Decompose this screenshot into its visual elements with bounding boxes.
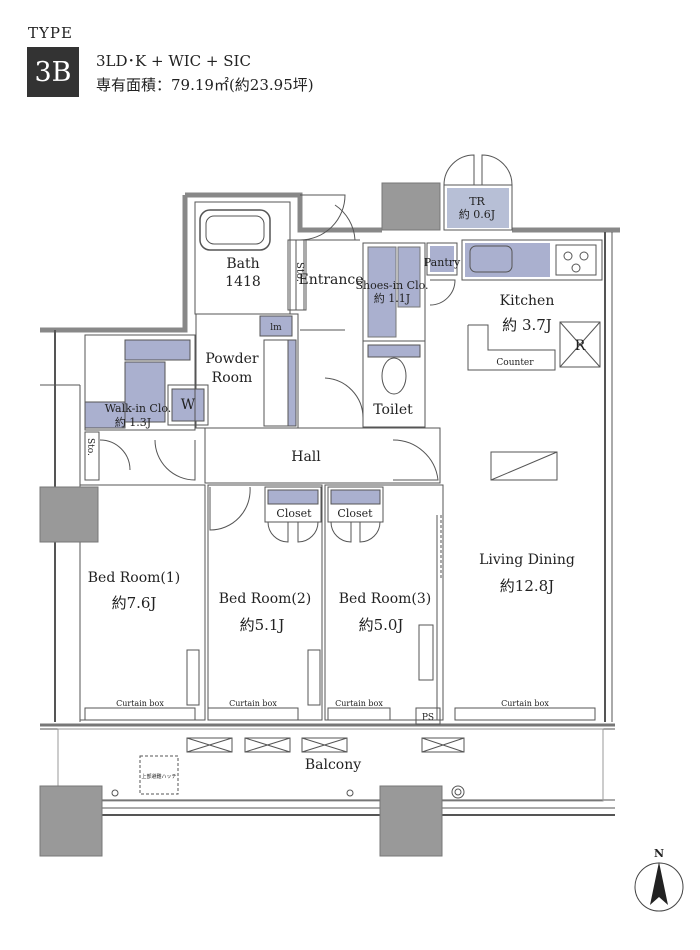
tr-label: TR <box>469 195 485 208</box>
north-compass: N <box>634 847 684 912</box>
bathtub <box>199 209 271 251</box>
kitchen-label: Kitchen <box>500 293 555 309</box>
washer-label: W <box>181 397 196 413</box>
refrigerator-label: R <box>575 338 586 354</box>
bedroom-2-size: 約5.1J <box>240 616 285 634</box>
walkin-closet-label: Walk-in Clo. <box>105 402 172 415</box>
powder-room-label: Powder <box>205 351 259 367</box>
walkin-closet <box>84 334 196 431</box>
evacuation-hatch-label: 上部避難ハッチ <box>141 773 176 780</box>
evacuation-hatch <box>139 755 179 795</box>
entrance-label: Entrance <box>298 272 363 288</box>
shoes-closet-label: Shoes-in Clo. <box>355 279 428 292</box>
tr-room <box>443 184 513 231</box>
powder-room-label-2: Room <box>212 370 253 386</box>
bedroom-1-size: 約7.6J <box>112 594 157 612</box>
living-dining-size: 約12.8J <box>500 577 554 595</box>
storage-label: Sto. <box>294 262 305 282</box>
bedroom-2-label: Bed Room(2) <box>219 591 312 607</box>
floor-area: 専有面積：79.19㎡(約23.95坪) <box>96 76 314 94</box>
counter-label: Counter <box>496 358 534 368</box>
shoes-closet-size: 約 1.1J <box>374 291 410 305</box>
refrigerator <box>559 321 601 368</box>
walkin-closet-size: 約 1.3J <box>115 415 151 429</box>
bath-size: 1418 <box>225 274 261 290</box>
toilet-label: Toilet <box>373 402 413 418</box>
hall <box>204 427 441 484</box>
kitchen-size: 約 3.7J <box>502 316 552 334</box>
curtain-box-label-1: Curtain box <box>116 699 164 708</box>
type-badge: 3B <box>27 47 79 97</box>
pantry <box>426 242 458 276</box>
kitchen-counter <box>461 239 603 281</box>
tr-size: 約 0.6J <box>459 207 495 221</box>
outer-wall <box>185 192 382 233</box>
bedroom-1-label: Bed Room(1) <box>88 570 181 586</box>
curtain-box-label-4: Curtain box <box>501 699 549 708</box>
bedroom-3-size: 約5.0J <box>359 616 404 634</box>
bath-label: Bath <box>226 256 259 272</box>
pantry-label: Pantry <box>424 256 461 269</box>
type-label: TYPE <box>28 24 73 42</box>
curtain-box-label-3: Curtain box <box>335 699 383 708</box>
hall-label: Hall <box>291 449 321 465</box>
balcony-label: Balcony <box>305 757 361 773</box>
layout-description: 3LD･K + WIC + SIC <box>96 52 251 70</box>
lm-label: lm <box>270 323 282 333</box>
living-dining-label: Living Dining <box>479 552 575 568</box>
curtain-box-label-2: Curtain box <box>229 699 277 708</box>
storage-label-2: Sto. <box>85 438 95 456</box>
ps-label: PS <box>422 713 434 723</box>
closet-label-2: Closet <box>337 507 373 520</box>
bedroom-3-label: Bed Room(3) <box>339 591 432 607</box>
outer-wall-left <box>40 195 188 333</box>
closet-label-1: Closet <box>276 507 312 520</box>
north-label: N <box>654 847 664 860</box>
